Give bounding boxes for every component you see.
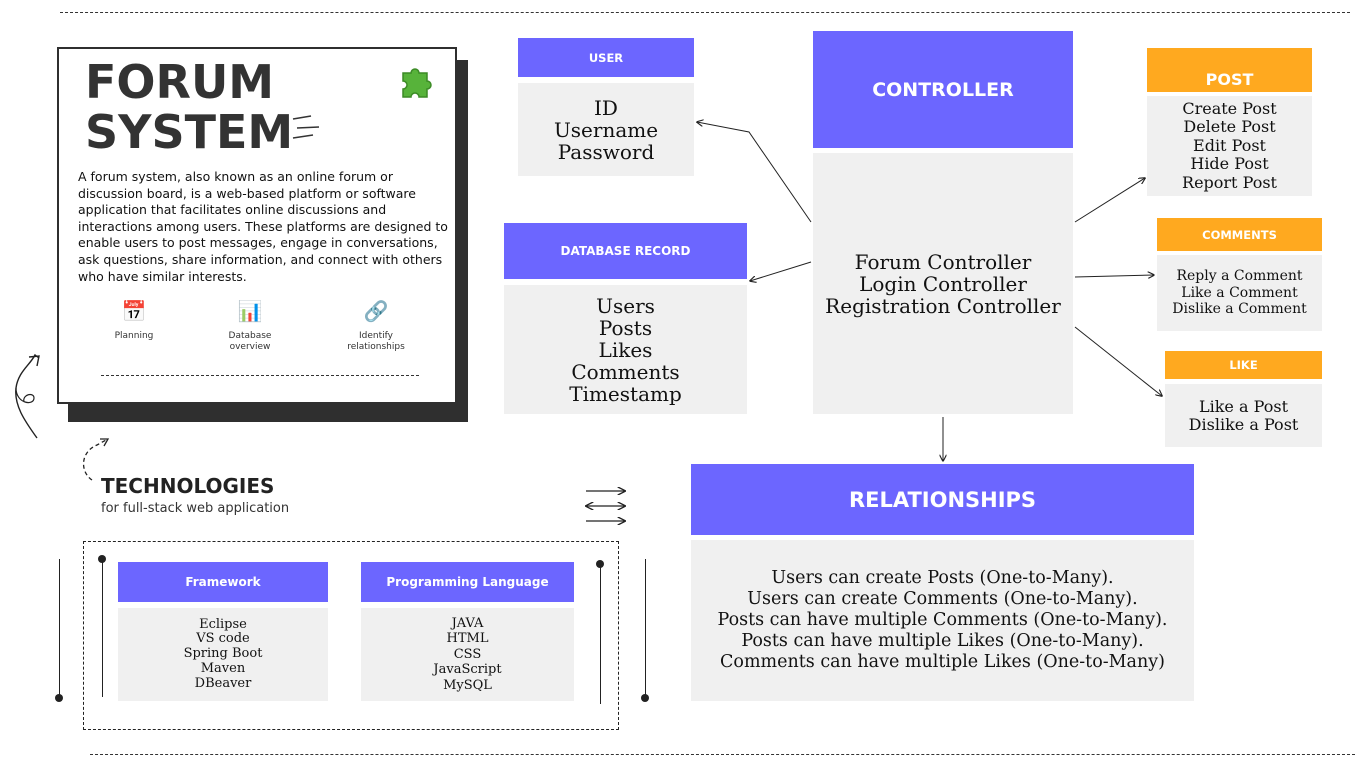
user-header: USER bbox=[518, 38, 694, 77]
database-record-item: Comments bbox=[571, 359, 680, 384]
link-icon: 🔗 bbox=[363, 299, 389, 323]
language-item: JavaScript bbox=[433, 662, 502, 678]
decor-line bbox=[59, 559, 60, 697]
comments-panel: Reply a Comment Like a Comment Dislike a… bbox=[1157, 255, 1322, 331]
language-item: CSS bbox=[453, 646, 482, 662]
technologies-box bbox=[83, 541, 619, 730]
post-action: Report Post bbox=[1182, 172, 1277, 192]
arrow-controller-to-comments bbox=[1074, 275, 1154, 277]
decor-line bbox=[102, 559, 103, 697]
database-record-header: DATABASE RECORD bbox=[504, 223, 747, 279]
post-action: Edit Post bbox=[1193, 135, 1266, 155]
language-panel: JAVA HTML CSS JavaScript MySQL bbox=[361, 608, 574, 701]
curly-arrow-loop bbox=[15, 387, 35, 404]
post-action: Hide Post bbox=[1190, 154, 1269, 174]
relationships-header: RELATIONSHIPS bbox=[691, 464, 1194, 535]
title-line-2: SYSTEM bbox=[85, 105, 294, 159]
bar-chart-icon: 📊 bbox=[237, 299, 263, 323]
decor-dot bbox=[98, 555, 106, 563]
feature-identify-relationships: 🔗 Identify relationships bbox=[331, 299, 421, 353]
technologies-title: TECHNOLOGIES bbox=[101, 474, 275, 498]
decor-line bbox=[645, 559, 646, 697]
language-item: HTML bbox=[446, 631, 489, 647]
feature-label: Database overview bbox=[228, 331, 272, 352]
post-action: Create Post bbox=[1182, 98, 1277, 118]
database-record-item: Likes bbox=[598, 337, 653, 362]
arrow-controller-to-database bbox=[750, 261, 812, 281]
like-action: Dislike a Post bbox=[1188, 414, 1299, 434]
decor-dot bbox=[596, 560, 604, 568]
language-item: JAVA bbox=[451, 615, 484, 631]
feature-label: Identify relationships bbox=[347, 331, 405, 352]
comment-action: Like a Comment bbox=[1181, 284, 1298, 301]
post-panel: Create Post Delete Post Edit Post Hide P… bbox=[1147, 96, 1312, 196]
controller-item: Forum Controller bbox=[854, 249, 1032, 274]
arrow-controller-to-post bbox=[1074, 178, 1145, 223]
relationship-item: Posts can have multiple Comments (One-to… bbox=[717, 610, 1168, 630]
comments-header: COMMENTS bbox=[1157, 218, 1322, 251]
user-panel: ID Username Password bbox=[518, 83, 694, 176]
user-field: ID bbox=[594, 95, 618, 120]
top-divider bbox=[60, 12, 1350, 13]
post-header: POST bbox=[1147, 48, 1312, 92]
database-record-item: Users bbox=[596, 293, 655, 318]
database-record-panel: Users Posts Likes Comments Timestamp bbox=[504, 285, 747, 414]
arrow-controller-to-user bbox=[697, 122, 812, 223]
dashed-curve-arrowhead bbox=[100, 438, 110, 447]
framework-item: Eclipse bbox=[199, 616, 247, 632]
intro-card: FORUM SYSTEM A forum system, also known … bbox=[57, 47, 457, 404]
bottom-divider bbox=[90, 754, 1355, 755]
relationship-item: Posts can have multiple Likes (One-to-Ma… bbox=[741, 631, 1144, 651]
framework-panel: Eclipse VS code Spring Boot Maven DBeave… bbox=[118, 608, 328, 701]
feature-database-overview: 📊 Database overview bbox=[205, 299, 295, 353]
forum-description: A forum system, also known as an online … bbox=[78, 169, 448, 284]
relationship-item: Users can create Posts (One-to-Many). bbox=[771, 568, 1114, 588]
framework-item: Spring Boot bbox=[183, 646, 263, 662]
arrow-controller-to-like bbox=[1074, 326, 1162, 396]
comment-action: Dislike a Comment bbox=[1172, 301, 1307, 318]
feature-label: Planning bbox=[114, 331, 154, 341]
user-field: Password bbox=[557, 139, 655, 164]
post-action: Delete Post bbox=[1183, 117, 1276, 137]
framework-item: DBeaver bbox=[194, 675, 252, 691]
emphasis-lines-icon bbox=[292, 115, 320, 139]
decor-dot bbox=[55, 694, 63, 702]
card-divider bbox=[101, 375, 419, 376]
like-action: Like a Post bbox=[1198, 396, 1288, 416]
controller-item: Login Controller bbox=[859, 271, 1027, 296]
like-panel: Like a Post Dislike a Post bbox=[1165, 384, 1322, 447]
forum-system-title: FORUM SYSTEM bbox=[85, 57, 293, 157]
user-field: Username bbox=[553, 117, 659, 142]
language-item: MySQL bbox=[443, 677, 492, 693]
feature-planning: 📅 Planning bbox=[89, 299, 179, 342]
title-line-1: FORUM bbox=[85, 55, 275, 109]
decor-dot bbox=[641, 694, 649, 702]
calendar-icon: 📅 bbox=[121, 299, 147, 323]
relationship-item: Users can create Comments (One-to-Many). bbox=[747, 589, 1138, 609]
database-record-item: Timestamp bbox=[569, 381, 682, 406]
comment-action: Reply a Comment bbox=[1176, 268, 1303, 285]
framework-item: VS code bbox=[196, 631, 250, 647]
curly-arrow-head bbox=[28, 355, 40, 367]
relationships-panel: Users can create Posts (One-to-Many). Us… bbox=[691, 540, 1194, 701]
controller-item: Registration Controller bbox=[825, 293, 1061, 318]
relationship-item: Comments can have multiple Likes (One-to… bbox=[720, 652, 1165, 672]
language-header: Programming Language bbox=[361, 562, 574, 602]
framework-header: Framework bbox=[118, 562, 328, 602]
decor-line bbox=[600, 566, 601, 704]
like-header: LIKE bbox=[1165, 351, 1322, 379]
technologies-subtitle: for full-stack web application bbox=[101, 501, 290, 516]
curly-arrow bbox=[15, 353, 40, 439]
framework-item: Maven bbox=[200, 660, 246, 676]
controller-panel: Forum Controller Login Controller Regist… bbox=[813, 153, 1073, 414]
puzzle-icon bbox=[402, 68, 432, 98]
database-record-item: Posts bbox=[598, 315, 653, 340]
controller-header: CONTROLLER bbox=[813, 31, 1073, 148]
